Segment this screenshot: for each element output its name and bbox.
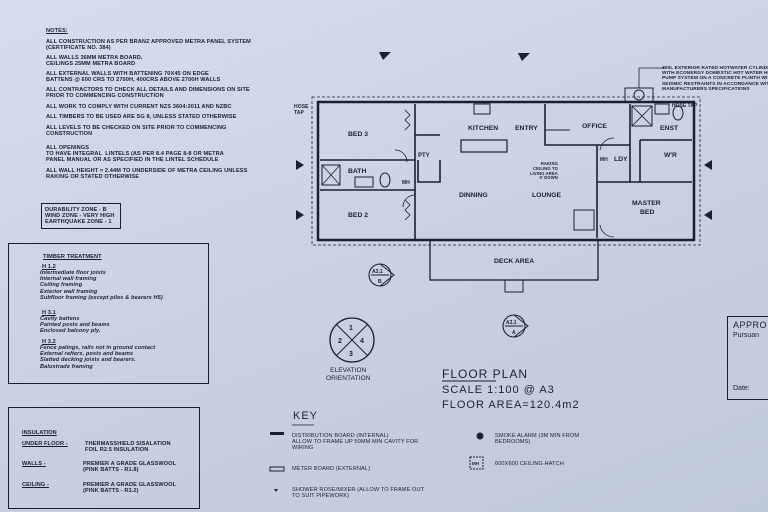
scale-text: SCALE 1:100 @ A3	[442, 384, 555, 396]
zones-box: DURABILITY ZONE - B WIND ZONE - VERY HIG…	[41, 203, 121, 229]
grade-text: Cavity battens Painted posts and beams E…	[40, 316, 110, 335]
stamp-date: Date:	[733, 385, 750, 392]
room-entry: ENTRY	[515, 125, 538, 132]
insulation-label: WALLS -	[22, 461, 46, 467]
grade-text: Fence palings, rails not in ground conta…	[40, 345, 156, 370]
steps	[504, 279, 524, 293]
hose-tap-right: HOSE TAP	[672, 103, 698, 109]
toilet	[379, 172, 391, 188]
hot-water-note: 300L EXTERIOR RATED HOTWATER CYLINDER WI…	[662, 66, 768, 92]
outer-wall	[316, 100, 696, 242]
key-smoke-alarm: SMOKE ALARM (3m MIN FROM BEDROOMS)	[495, 433, 580, 446]
grade: H 1.2	[42, 264, 56, 270]
manhole-label: MH	[402, 180, 410, 186]
insulation-box: INSULATION UNDER FLOOR - THERMASSHIELD S…	[8, 407, 200, 509]
ceiling-hatch-mark: MH	[472, 461, 479, 466]
key-title: KEY	[293, 410, 319, 422]
manhole-label: MH	[600, 157, 608, 163]
room-master: MASTER	[632, 200, 661, 207]
fireplace	[573, 209, 595, 231]
room-wir: W'R	[664, 152, 677, 159]
note: ALL LEVELS TO BE CHECKED ON SITE PRIOR T…	[46, 125, 227, 138]
room-pantry: PTY	[418, 153, 430, 159]
key-ceiling-hatch: 600x600 CEILING HATCH	[495, 461, 564, 467]
elevation-label: 3	[349, 351, 353, 358]
note: ALL EXTERNAL WALLS WITH BATTENING 70x45 …	[46, 71, 221, 84]
room-ensuite: ENST	[660, 125, 679, 132]
elevation-label: 2	[338, 338, 342, 345]
elevation-caption: ELEVATION ORIENTATION	[326, 367, 371, 382]
note: ALL WALL HEIGHT = 2.44M TO UNDERSIDE OF …	[46, 168, 248, 181]
room-dinning: DINNING	[459, 192, 488, 199]
room-bed2: BED 2	[348, 212, 368, 219]
boundary-line	[311, 96, 701, 246]
key-icons: MH	[269, 432, 484, 492]
raking-ceiling-note: RAKING CEILING TO LIVING AREA 5' DOWN	[530, 161, 558, 181]
elevation-label: 4	[360, 338, 364, 345]
stamp-title: APPRO	[733, 320, 768, 330]
key-meter-board: METER BOARD (EXTERNAL)	[292, 466, 371, 472]
door-swings	[394, 137, 615, 238]
shower	[321, 164, 341, 186]
grade: H 3.2	[42, 339, 56, 345]
insulation-value: PREMIER A GRADE GLASSWOOL (PINK BATTS - …	[83, 461, 177, 474]
cooktop	[473, 103, 491, 115]
note: ALL CONTRACTORS TO CHECK ALL DETAILS AND…	[46, 87, 250, 100]
direction-arrows	[296, 52, 712, 220]
zones-text: DURABILITY ZONE - B WIND ZONE - VERY HIG…	[45, 207, 115, 226]
room-lounge: LOUNGE	[532, 192, 562, 199]
approval-stamp: APPRO Pursuan Date:	[727, 316, 768, 400]
timber-treatment-box: TIMBER TREATMENT H 1.2 Intermediate floo…	[8, 243, 209, 384]
elevation-circle	[329, 317, 375, 363]
notes-title: NOTES:	[46, 28, 68, 34]
note: ALL WALLS 36mm METRA BOARD, CEILINGS 25m…	[46, 55, 143, 68]
insulation-value: THERMASSHIELD SISALATION FOIL R2.5 INSUL…	[85, 441, 171, 454]
insulation-label: CEILING -	[22, 482, 50, 488]
floor-area-text: FLOOR AREA=120.4m2	[442, 399, 580, 411]
note: ALL CONSTRUCTION AS PER BRANZ APPROVED M…	[46, 39, 251, 52]
grade: H 3.1	[42, 310, 56, 316]
room-bath: BATH	[348, 168, 366, 175]
elevation-label: 1	[349, 325, 353, 332]
room-master-bed: BED	[640, 209, 654, 216]
key-shower-rose: SHOWER ROSE/MIXER (ALLOW TO FRAME OUT TO…	[292, 487, 425, 500]
section-ref: A3.1	[506, 320, 517, 326]
insulation-label: UNDER FLOOR -	[22, 441, 68, 447]
note: ALL WORK TO COMPLY WITH CURRENT NZS 3604…	[46, 104, 232, 110]
floor-plan-title: FLOOR PLAN	[442, 367, 529, 381]
section-letter: B	[378, 279, 382, 285]
note: ALL OPENINGS TO HAVE INTEGRAL LINTELS (A…	[46, 145, 224, 164]
key-distribution-board: DISTRIBUTION BOARD (INTERNAL) ALLOW TO F…	[292, 433, 419, 452]
stamp-subtitle: Pursuan	[733, 332, 760, 339]
grade-text: Intermediate floor joists Internal wall …	[40, 270, 163, 301]
section-ref: A3.1	[372, 269, 383, 275]
room-laundry: LDY	[614, 156, 628, 163]
room-kitchen: KITCHEN	[468, 125, 498, 132]
hose-tap-left: HOSE TAP	[294, 104, 309, 117]
deck-area-label: DECK AREA	[494, 258, 534, 265]
kitchen-island	[460, 139, 508, 153]
timber-title: TIMBER TREATMENT	[43, 254, 102, 260]
vanity	[354, 176, 374, 188]
section-letter: A	[512, 330, 516, 336]
room-bed3: BED 3	[348, 131, 368, 138]
toilet	[672, 105, 684, 121]
note: ALL TIMBERS TO BE USED ARE SG 8, UNLESS …	[46, 114, 237, 120]
interior-walls	[320, 104, 692, 240]
room-office: OFFICE	[582, 123, 607, 130]
insulation-value: PREMIER A GRADE GLASSWOOL (PINK BATTS - …	[83, 482, 177, 495]
insulation-title: INSULATION	[22, 430, 57, 436]
